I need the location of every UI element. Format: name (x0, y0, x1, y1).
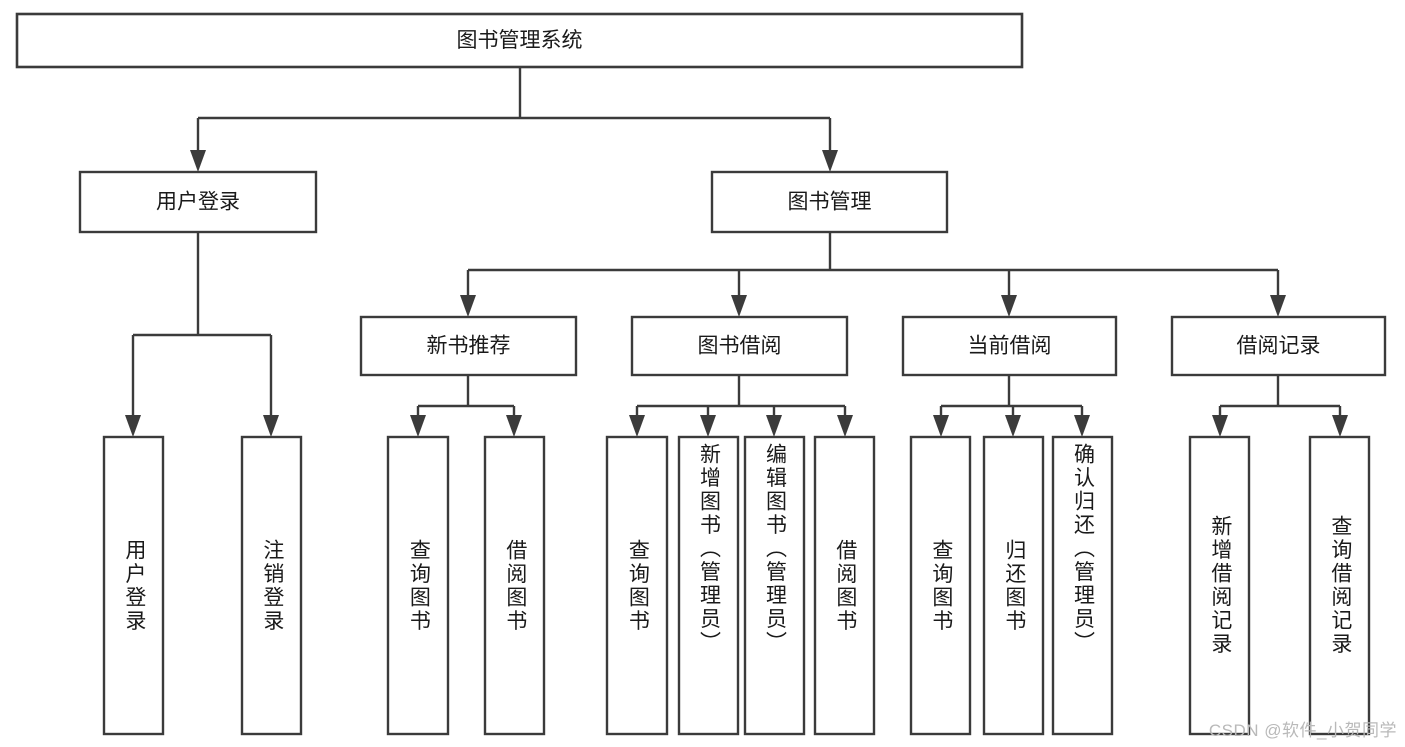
arrow-head-icon (933, 415, 949, 437)
connector-path (466, 232, 1280, 297)
node-leaf-query-book-rec-group[interactable] (386, 435, 450, 736)
node-leaf-borrow-book-group[interactable] (813, 435, 876, 736)
node-current-borrow-box[interactable] (901, 315, 1118, 377)
watermark-text: CSDN @软件_小贺同学 (1208, 721, 1397, 740)
node-leaf-return-book-box[interactable] (982, 435, 1045, 736)
node-leaf-query-book-cur-group[interactable] (909, 435, 972, 736)
arrow-head-icon (410, 415, 426, 437)
node-root-label: 图书管理系统 (457, 29, 583, 52)
node-leaf-user-login-group[interactable] (102, 435, 165, 736)
node-leaf-return-book-group[interactable] (982, 435, 1045, 736)
connector-path (196, 67, 832, 152)
node-borrow-record-label: 借阅记录 (1237, 335, 1321, 358)
node-leaf-add-record-group[interactable] (1188, 435, 1251, 736)
node-leaf-query-book-rec-box[interactable] (386, 435, 450, 736)
node-book-manage-box[interactable] (710, 170, 949, 234)
arrow-head-icon (837, 415, 853, 437)
node-new-book-recommend-box[interactable] (359, 315, 578, 377)
node-leaf-logout-group[interactable] (240, 435, 303, 736)
connector-path (939, 375, 1084, 417)
node-leaf-user-login-box[interactable] (102, 435, 165, 736)
connector-path (1218, 375, 1342, 417)
node-user-login-group[interactable]: 用户登录 (78, 170, 318, 234)
node-leaf-borrow-book-rec-box[interactable] (483, 435, 546, 736)
node-current-borrow-label: 当前借阅 (968, 335, 1052, 358)
node-leaf-edit-book-group[interactable] (743, 435, 806, 736)
node-root-box[interactable] (15, 12, 1024, 69)
arrow-head-icon (506, 415, 522, 437)
arrow-head-icon (766, 415, 782, 437)
node-book-borrow-group[interactable]: 图书借阅 (630, 315, 849, 377)
node-user-login-box[interactable] (78, 170, 318, 234)
node-root-group[interactable]: 图书管理系统 (15, 12, 1024, 69)
node-leaf-edit-book-box[interactable] (743, 435, 806, 736)
arrow-head-icon (1212, 415, 1228, 437)
arrow-head-icon (1074, 415, 1090, 437)
node-leaf-query-book-borrow-box[interactable] (605, 435, 669, 736)
arrow-head-icon (1332, 415, 1348, 437)
node-current-borrow-group[interactable]: 当前借阅 (901, 315, 1118, 377)
arrow-head-icon (263, 415, 279, 437)
node-leaf-confirm-return-box[interactable] (1051, 435, 1114, 736)
node-leaf-add-book-box[interactable] (677, 435, 740, 736)
connector-path (635, 375, 847, 417)
node-book-manage-label: 图书管理 (788, 191, 872, 214)
node-leaf-query-book-cur-box[interactable] (909, 435, 972, 736)
connector-layer (125, 67, 1348, 437)
arrow-head-icon (731, 295, 747, 317)
node-leaf-query-record-group[interactable] (1308, 435, 1371, 736)
arrow-head-icon (190, 150, 206, 172)
node-leaf-add-book-group[interactable] (677, 435, 740, 736)
node-book-manage-group[interactable]: 图书管理 (710, 170, 949, 234)
node-borrow-record-box[interactable] (1170, 315, 1387, 377)
arrow-head-icon (1001, 295, 1017, 317)
arrow-head-icon (822, 150, 838, 172)
arrow-head-icon (460, 295, 476, 317)
node-book-borrow-box[interactable] (630, 315, 849, 377)
node-leaf-query-book-borrow-group[interactable] (605, 435, 669, 736)
node-leaf-query-record-box[interactable] (1308, 435, 1371, 736)
arrow-head-icon (1270, 295, 1286, 317)
node-borrow-record-group[interactable]: 借阅记录 (1170, 315, 1387, 377)
arrow-head-icon (629, 415, 645, 437)
arrow-head-icon (125, 415, 141, 437)
connector-path (131, 232, 273, 417)
node-leaf-confirm-return-group[interactable] (1051, 435, 1114, 736)
arrow-head-icon (1005, 415, 1021, 437)
node-user-login-label: 用户登录 (156, 191, 240, 214)
node-leaf-add-record-box[interactable] (1188, 435, 1251, 736)
node-leaf-logout-box[interactable] (240, 435, 303, 736)
connector-path (416, 375, 516, 417)
node-leaf-borrow-book-box[interactable] (813, 435, 876, 736)
node-leaf-borrow-book-rec-group[interactable] (483, 435, 546, 736)
node-book-borrow-label: 图书借阅 (698, 335, 782, 358)
arrow-head-icon (700, 415, 716, 437)
node-new-book-recommend-group[interactable]: 新书推荐 (359, 315, 578, 377)
node-new-book-recommend-label: 新书推荐 (427, 335, 511, 358)
